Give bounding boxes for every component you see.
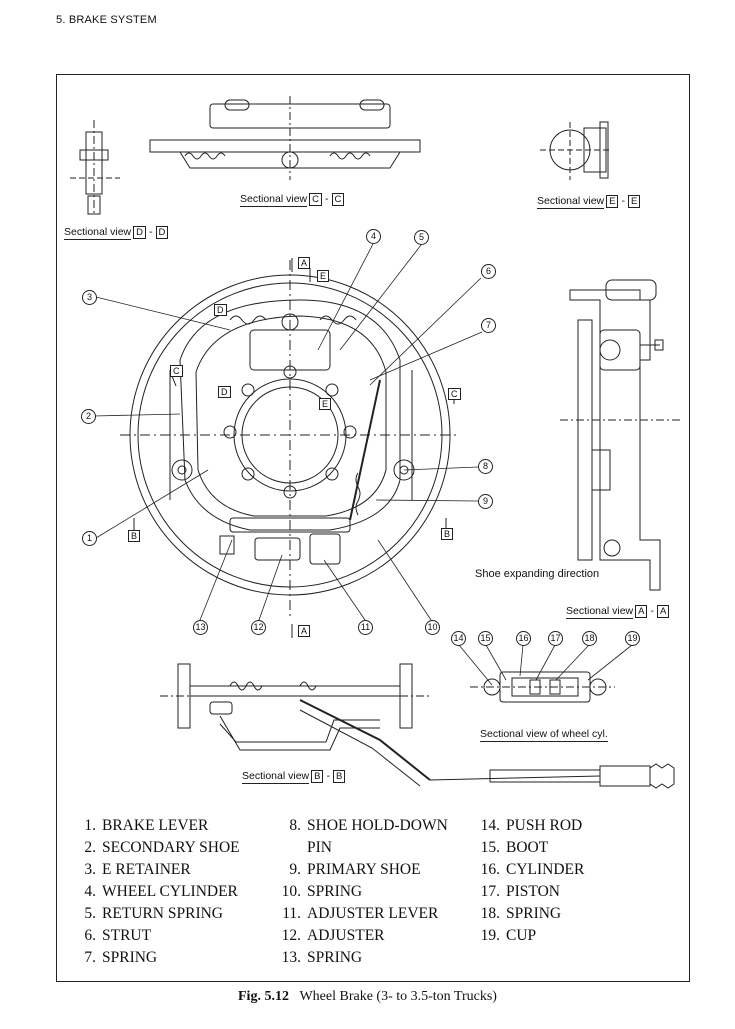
section-label: C: [331, 193, 345, 206]
section-tag-c-right: C: [448, 388, 461, 400]
callout-12: 12: [251, 620, 266, 635]
section-label: E: [627, 195, 641, 208]
legend-item: 12.ADJUSTER: [281, 927, 385, 944]
section-tag-a-top: A: [298, 257, 311, 269]
legend-item: 3.E RETAINER: [84, 861, 191, 878]
legend-item: 4.WHEEL CYLINDER: [84, 883, 238, 900]
section-tag-e-mid: E: [319, 398, 332, 410]
caption-prefix: Sectional view: [242, 770, 310, 784]
callout-6: 6: [481, 264, 496, 279]
section-tag-d-top: D: [214, 304, 227, 316]
figure-caption: Fig. 5.12 Wheel Brake (3- to 3.5-ton Tru…: [0, 989, 735, 1005]
legend-item: 19.CUP: [480, 927, 537, 944]
figure-title: Wheel Brake (3- to 3.5-ton Trucks): [299, 989, 497, 1004]
section-ee-drawing: [540, 121, 612, 180]
section-label: C: [309, 193, 322, 206]
legend-item: 13.SPRING: [281, 949, 363, 966]
callout-10: 10: [425, 620, 440, 635]
section-label: A: [656, 605, 670, 618]
callout-7: 7: [481, 318, 496, 333]
legend-column-1: 1.BRAKE LEVER 2.SECONDARY SHOE 3.E RETAI…: [76, 815, 240, 969]
legend-item: 15.BOOT: [480, 839, 549, 856]
section-label: D: [133, 226, 146, 239]
callout-18: 18: [582, 631, 597, 646]
section-dd-drawing: [70, 120, 120, 215]
legend-item: 8.SHOE HOLD-DOWN: [289, 817, 448, 834]
legend-item: 7.SPRING: [84, 949, 158, 966]
section-bb-drawing: [160, 663, 675, 789]
callout-14: 14: [451, 631, 466, 646]
section-tag-d-mid: D: [218, 386, 231, 398]
caption-prefix: Sectional view: [64, 226, 132, 240]
legend-item: 16.CYLINDER: [480, 861, 585, 878]
callout-17: 17: [548, 631, 563, 646]
callout-2: 2: [81, 409, 96, 424]
caption-wheel-cyl-text: Sectional view of wheel cyl.: [480, 728, 608, 742]
callout-3: 3: [82, 290, 97, 305]
page-header: 5. BRAKE SYSTEM: [56, 14, 157, 26]
callout-11: 11: [358, 620, 373, 635]
section-label: E: [606, 195, 619, 208]
callout-4: 4: [366, 229, 381, 244]
leader-lines: [93, 243, 633, 686]
callout-15: 15: [478, 631, 493, 646]
legend-item-continuation: PIN: [307, 839, 332, 856]
callout-13: 13: [193, 620, 208, 635]
section-tag-a-bottom: A: [298, 625, 311, 637]
legend-column-3: 14.PUSH ROD 15.BOOT 16.CYLINDER 17.PISTO…: [480, 815, 585, 947]
legend-item: 2.SECONDARY SHOE: [84, 839, 240, 856]
callout-16: 16: [516, 631, 531, 646]
caption-prefix: Sectional view: [240, 193, 308, 207]
callout-9: 9: [478, 494, 493, 509]
legend-item: 9.PRIMARY SHOE: [289, 861, 421, 878]
shoe-expanding-note: Shoe expanding direction: [475, 568, 600, 580]
legend-item: 14.PUSH ROD: [480, 817, 583, 834]
caption-prefix: Sectional view: [537, 195, 605, 209]
wheel-cylinder-section-drawing: [470, 671, 615, 703]
legend-item: 6.STRUT: [84, 927, 152, 944]
section-label: B: [311, 770, 324, 783]
section-label: A: [635, 605, 648, 618]
callout-8: 8: [478, 459, 493, 474]
legend-item: 5.RETURN SPRING: [84, 905, 224, 922]
backing-plate-drawing: [120, 260, 460, 620]
callout-19: 19: [625, 631, 640, 646]
section-tag-b-right: B: [441, 528, 454, 540]
section-tag-c-left: C: [170, 365, 183, 377]
figure-frame: [56, 74, 690, 982]
section-label: B: [332, 770, 346, 783]
section-aa-drawing: [560, 279, 680, 591]
legend-item: 18.SPRING: [480, 905, 562, 922]
legend-item: 11.ADJUSTER LEVER: [282, 905, 439, 922]
legend-column-2: 8.SHOE HOLD-DOWN PIN 9.PRIMARY SHOE 10.S…: [281, 815, 448, 969]
callout-1: 1: [82, 531, 97, 546]
section-tag-e-top: E: [317, 270, 330, 282]
section-cc-drawing: [149, 96, 421, 180]
section-tag-b-left: B: [128, 530, 141, 542]
section-label: D: [155, 226, 169, 239]
legend-item: 1.BRAKE LEVER: [84, 817, 209, 834]
legend-item: 10.SPRING: [281, 883, 363, 900]
legend-item: 17.PISTON: [480, 883, 560, 900]
figure-number: Fig. 5.12: [238, 989, 289, 1004]
caption-prefix: Sectional view: [566, 605, 634, 619]
callout-5: 5: [414, 230, 429, 245]
caption-wheel-cylinder: Sectional view of wheel cyl.: [480, 728, 608, 742]
